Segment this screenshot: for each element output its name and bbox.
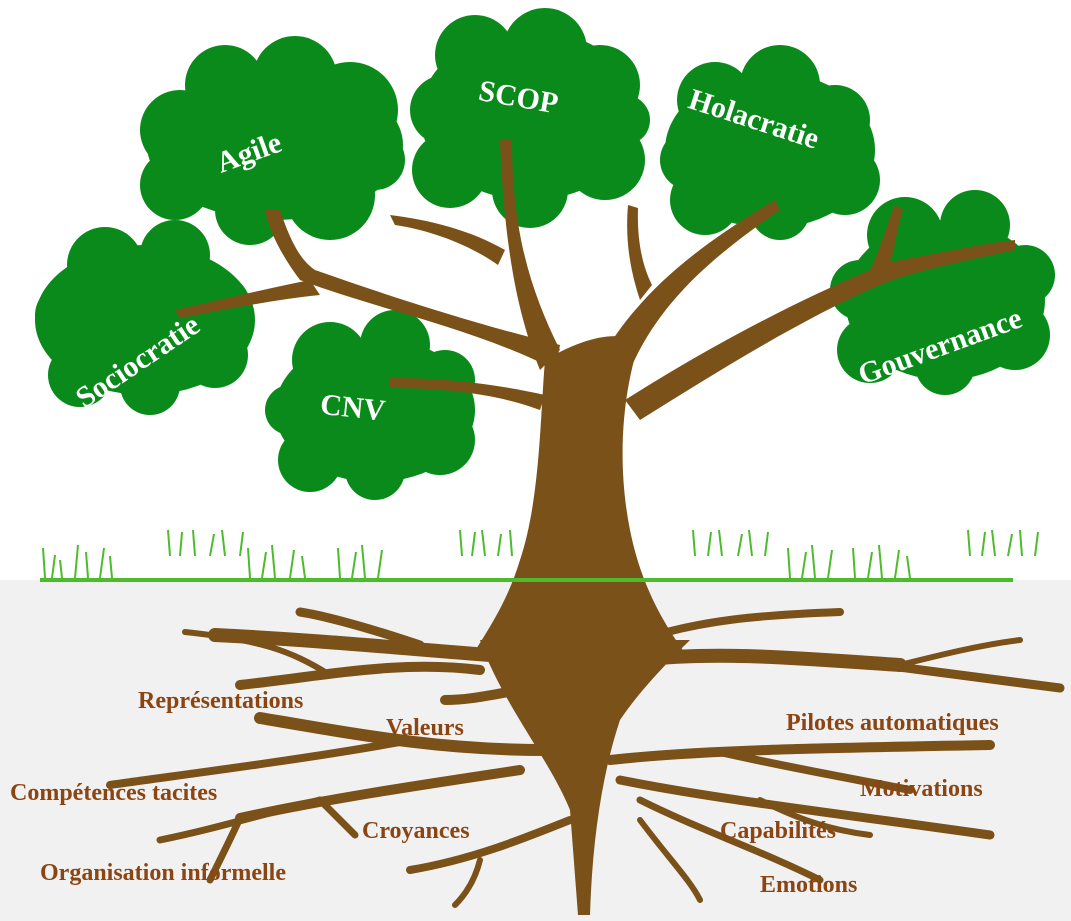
root-right-low-d xyxy=(757,797,873,838)
root-right-low-b xyxy=(636,796,824,884)
root-label-valeurs: Valeurs xyxy=(386,715,464,741)
leaf-label-cnv: CNV xyxy=(319,388,387,428)
root-label-croyances: Croyances xyxy=(362,818,470,844)
root-label-emotions: Emotions xyxy=(760,872,857,898)
root-label-representations: Représentations xyxy=(138,688,303,714)
foliage-cnv xyxy=(265,310,475,500)
root-right-low-c xyxy=(637,817,703,903)
root-valeurs xyxy=(440,685,525,705)
root-left-upper xyxy=(208,628,497,662)
branch-scop-left xyxy=(390,215,505,265)
root-label-competences: Compétences tacites xyxy=(10,780,217,806)
foliage-sociocratie xyxy=(35,220,255,415)
root-label-pilotes: Pilotes automatiques xyxy=(786,710,999,736)
root-right-upper-c xyxy=(897,637,1023,668)
root-left-1b xyxy=(182,629,333,678)
branch-cnv xyxy=(390,378,545,410)
branch-holacratie-twig xyxy=(627,205,652,300)
root-center xyxy=(480,640,690,915)
root-label-capabilites: Capabilités xyxy=(720,818,836,844)
root-label-motivations: Motivations xyxy=(860,776,983,802)
grass xyxy=(40,529,1039,582)
root-center-low xyxy=(406,816,574,874)
roots xyxy=(106,607,1065,915)
root-labels: Représentations Valeurs Compétences taci… xyxy=(10,688,999,898)
root-right-mid xyxy=(605,740,995,765)
root-croyances xyxy=(316,796,359,839)
root-right-1 xyxy=(636,608,844,644)
root-left-mid-b xyxy=(106,738,404,789)
foliage-scop xyxy=(410,8,650,228)
foliage xyxy=(35,8,1055,500)
foliage-agile xyxy=(140,36,405,245)
branch-agile xyxy=(265,210,560,370)
root-left-low-c xyxy=(206,814,244,884)
root-right-mid-b xyxy=(716,748,914,794)
root-right-low xyxy=(615,775,995,840)
branch-sociocratie xyxy=(175,280,320,318)
foliage-holacratie xyxy=(660,45,880,240)
branch-holacratie xyxy=(600,200,780,370)
root-label-organisation: Organisation informelle xyxy=(40,860,286,886)
root-center-low-b xyxy=(452,857,483,908)
root-left-1 xyxy=(235,661,485,690)
branch-gouvernance xyxy=(625,205,1015,420)
root-left-upper-b xyxy=(295,607,425,650)
root-right-upper-b xyxy=(855,657,1065,693)
